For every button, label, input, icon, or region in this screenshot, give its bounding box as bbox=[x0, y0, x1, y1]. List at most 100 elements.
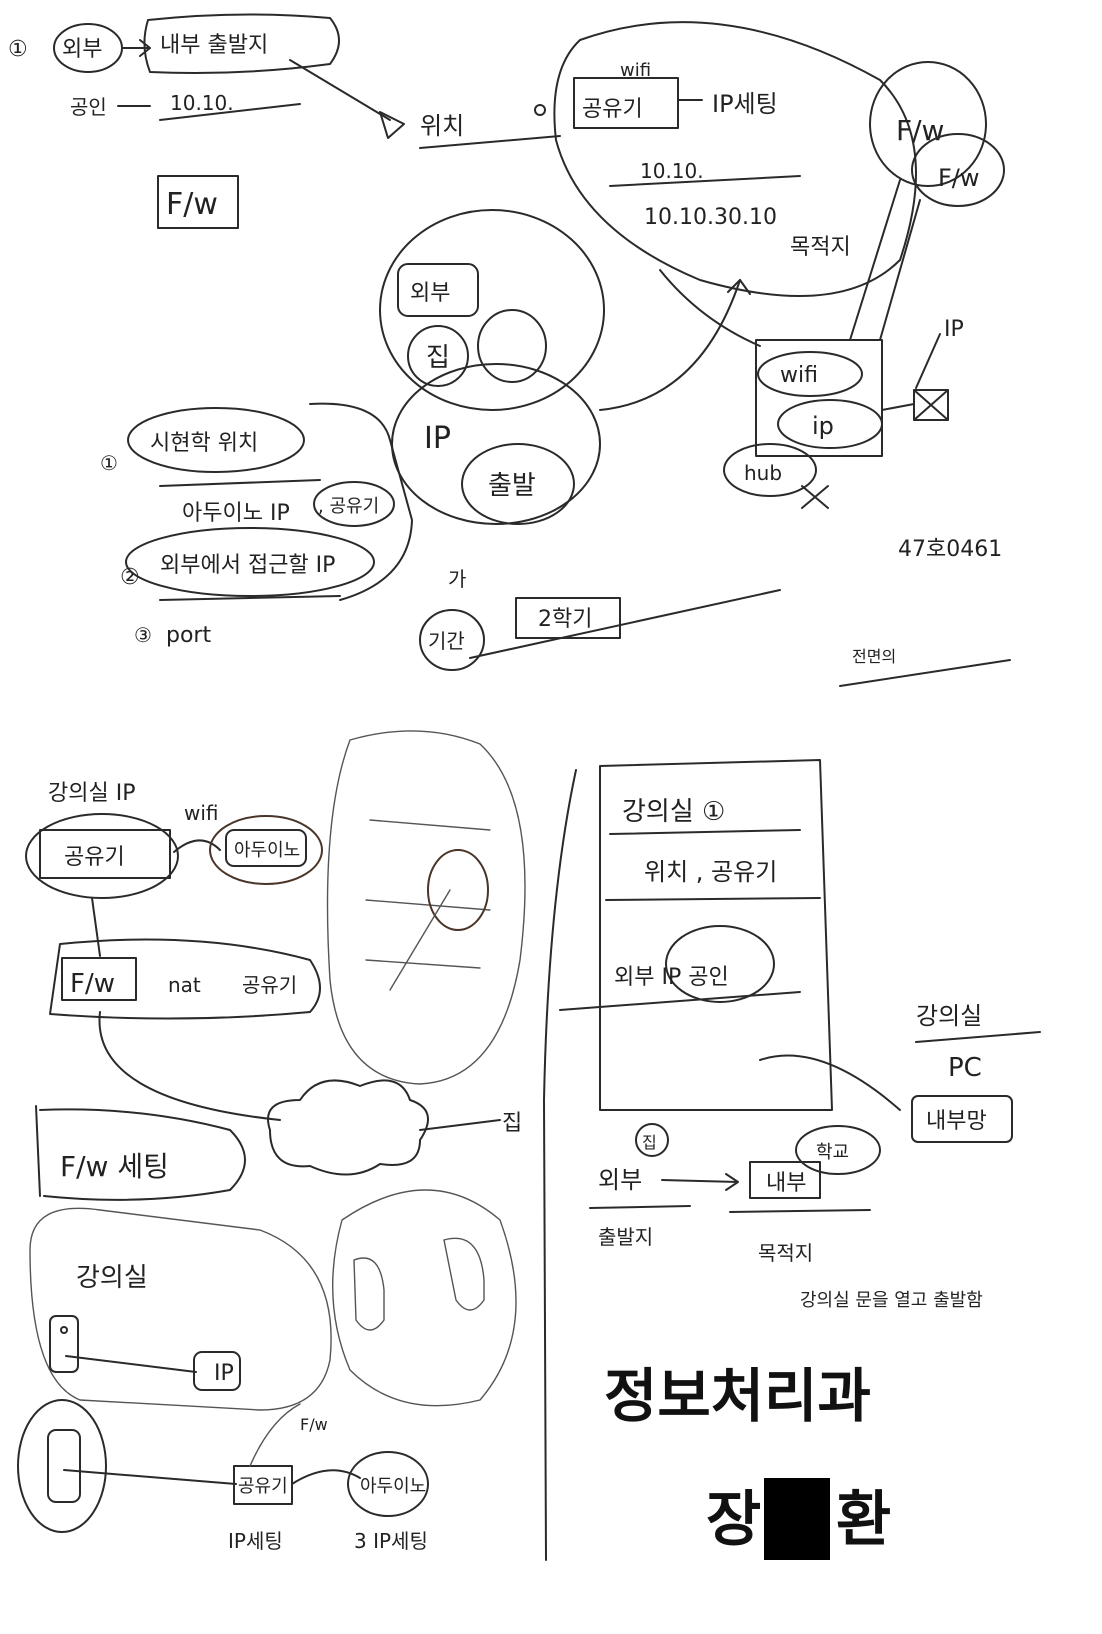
fw-setting-label: F/w 세팅 bbox=[60, 1150, 169, 1183]
ga-label: 가 bbox=[448, 567, 466, 591]
arduino-ellipse bbox=[209, 815, 323, 885]
bottom-doodle-outline bbox=[332, 1189, 517, 1407]
arduino-ip-label: 아두이노 IP bbox=[182, 501, 290, 526]
ip-setting-label-top: IP세팅 bbox=[712, 90, 778, 118]
wifi-label-top: wifi bbox=[620, 60, 651, 81]
classroom-ip-label: 강의실 IP bbox=[48, 781, 135, 806]
router-drop-line bbox=[659, 269, 761, 347]
number-note: 47호0461 bbox=[898, 537, 1002, 562]
current-location-ellipse bbox=[127, 407, 305, 473]
port-lines bbox=[881, 333, 941, 411]
home-cluster-ellipse bbox=[379, 209, 605, 411]
phone-pointer bbox=[389, 889, 451, 991]
router-ellipse-bottom bbox=[25, 813, 179, 899]
departure-circle bbox=[461, 443, 575, 525]
socket-cable bbox=[65, 1355, 197, 1373]
inside-departure-box bbox=[143, 13, 340, 74]
destination-underline bbox=[729, 1209, 871, 1213]
location-router-label: 위치 , 공유기 bbox=[644, 858, 777, 886]
router-to-fw-line bbox=[91, 897, 101, 957]
outside-access-label: 외부에서 접근할 IP bbox=[160, 553, 335, 578]
center-scribble-icon bbox=[427, 849, 489, 931]
ip-arrow-label: IP bbox=[944, 317, 964, 342]
destination-label-bottom: 목적지 bbox=[758, 1241, 813, 1265]
fw-antenna-line bbox=[249, 1403, 301, 1467]
ip-small-label: IP bbox=[214, 1361, 234, 1386]
arduino-label: 아두이노 bbox=[234, 840, 300, 861]
fw-right-ellipse-2 bbox=[911, 133, 1005, 207]
fw-small-label: F/w bbox=[300, 1415, 328, 1434]
hub-label: hub bbox=[744, 461, 782, 485]
departure-label-bottom: 출발지 bbox=[598, 1225, 653, 1249]
school-label: 학교 bbox=[816, 1142, 849, 1163]
arduino-ellipse-2 bbox=[347, 1451, 429, 1517]
name-redaction bbox=[764, 1478, 830, 1560]
connector-node bbox=[534, 104, 546, 116]
current-location-label: 시현학 위치 bbox=[150, 431, 258, 456]
period-underline bbox=[469, 589, 781, 659]
router-paren-label: , 공유기 bbox=[318, 496, 379, 517]
period-circle bbox=[419, 609, 485, 671]
router-paren-ellipse bbox=[313, 481, 395, 527]
outside-ip-public-label: 외부 IP 공인 bbox=[614, 965, 729, 990]
router-network-ellipse bbox=[553, 21, 917, 297]
doodle-finger-right bbox=[443, 1237, 485, 1311]
outside-label-bottom: 외부 bbox=[598, 1166, 642, 1194]
item1-number: ① bbox=[8, 37, 28, 62]
outside-access-ellipse bbox=[125, 527, 375, 597]
departure-label: 출발 bbox=[488, 471, 536, 501]
router-box-bottom bbox=[39, 829, 171, 879]
socket-hole-icon bbox=[60, 1326, 68, 1334]
public-ip-label: 10.10. bbox=[170, 91, 234, 115]
home-small-label: 집 bbox=[642, 1133, 657, 1152]
ip-1010-underline bbox=[609, 175, 801, 187]
pc-label: PC bbox=[948, 1053, 982, 1083]
outside-inside-arrow bbox=[661, 1173, 739, 1191]
arrow-to-location bbox=[289, 59, 391, 121]
phone-lines bbox=[365, 819, 491, 969]
fw-label-bottom: F/w bbox=[70, 969, 115, 999]
socket-to-router-line bbox=[63, 1469, 237, 1485]
wall-socket-icon bbox=[49, 1315, 79, 1373]
ip-device-box bbox=[193, 1351, 241, 1391]
semester-label: 2학기 bbox=[538, 607, 592, 632]
fw-right-ellipse-1 bbox=[869, 61, 987, 187]
outside-label-2: 외부 bbox=[410, 281, 450, 306]
fw-right-label-1: F/w bbox=[896, 114, 944, 147]
classroom-info-box bbox=[599, 759, 833, 1111]
cloud-to-home-line bbox=[419, 1119, 501, 1131]
ip-full-label: 10.10.30.10 bbox=[644, 205, 777, 230]
home-side-circle bbox=[477, 309, 547, 383]
internal-network-box bbox=[911, 1095, 1013, 1143]
doodle-finger-left bbox=[353, 1257, 385, 1331]
internet-cloud-icon bbox=[267, 1079, 429, 1176]
ip-1010-label: 10.10. bbox=[640, 159, 704, 183]
fw-nat-box bbox=[49, 938, 321, 1020]
classroom-pc-underline bbox=[915, 1031, 1041, 1043]
router-box-bottom-2 bbox=[233, 1465, 293, 1505]
arrowhead-destination bbox=[727, 279, 751, 295]
classroom-enclosure bbox=[29, 1207, 332, 1411]
phone-outline bbox=[326, 730, 526, 1085]
inside-box bbox=[749, 1161, 821, 1199]
outside-label: 외부 bbox=[62, 37, 102, 62]
name-first: 장 bbox=[706, 1485, 761, 1555]
list-item3-number: ③ bbox=[134, 623, 152, 647]
small-note: 전면의 bbox=[852, 647, 896, 666]
location-label: 위치 bbox=[420, 112, 464, 140]
box-classroom1-label: 강의실 ① bbox=[622, 797, 725, 827]
public-label: 공인 bbox=[70, 95, 107, 119]
bottom-sketch: 강의실 IP wifi 공유기 아두이노 F/w nat 공유기 집 F/w 세… bbox=[17, 730, 1041, 1561]
inside-label-bottom: 내부 bbox=[766, 1171, 806, 1196]
name-last: 환 bbox=[836, 1485, 891, 1555]
classroom-label: 강의실 bbox=[76, 1263, 148, 1293]
outside-ip-ellipse bbox=[665, 925, 775, 1003]
fw-right-lines bbox=[849, 179, 921, 341]
fw-setting-box bbox=[35, 1105, 246, 1201]
ip-setting-label-bottom-2: 3 IP세팅 bbox=[354, 1529, 428, 1553]
router-label-top: 공유기 bbox=[582, 97, 643, 122]
classroom-pc-link bbox=[759, 1054, 901, 1111]
router-to-arduino-line bbox=[291, 1469, 361, 1485]
arduino-box bbox=[225, 829, 307, 867]
wifi-box-label: wifi bbox=[780, 363, 818, 388]
